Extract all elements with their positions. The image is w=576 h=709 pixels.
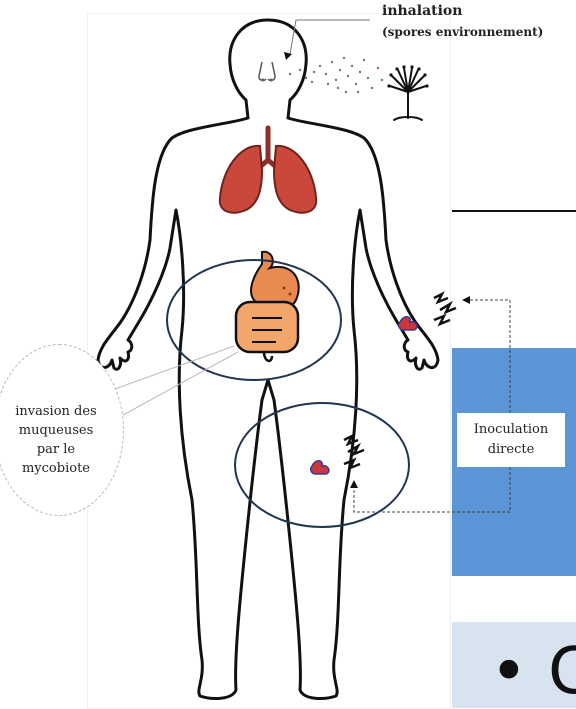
lightning-icon [434, 294, 456, 324]
tree-icon [390, 68, 426, 120]
inoculation-arrow-bottom [354, 467, 510, 512]
intestine-icon [236, 302, 298, 361]
inhalation-sub-label: (spores environnement) [382, 25, 543, 39]
invasion-label: invasion des muqueuses par le mycobiote [0, 402, 112, 478]
inhalation-label: inhalation [382, 3, 462, 19]
inoculation-arrow-top [470, 300, 510, 413]
inoculation-label: Inoculation directe [457, 413, 565, 467]
body-outline [98, 20, 438, 698]
